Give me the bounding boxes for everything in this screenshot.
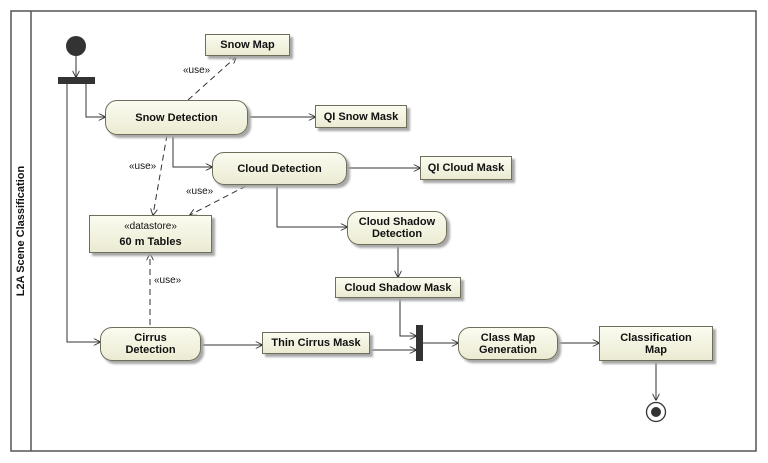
snow-detection-label: Snow Detection xyxy=(135,111,218,124)
snow-detection-action: Snow Detection xyxy=(105,100,248,135)
edge-cloud-shadow xyxy=(276,185,347,227)
swimlane-title: L2A Scene Classification xyxy=(15,165,28,297)
dep-cloud-tables xyxy=(190,185,247,215)
use-label-snow-map: «use» xyxy=(183,65,211,76)
snow-map-label: Snow Map xyxy=(220,39,275,51)
fork-bar xyxy=(58,77,95,84)
class-map-generation-label: Class Map Generation xyxy=(478,331,538,356)
swimlane-title-box: L2A Scene Classification xyxy=(12,12,30,450)
thin-cirrus-mask-label: Thin Cirrus Mask xyxy=(271,337,361,349)
classification-map-label: Classification Map xyxy=(620,331,692,356)
cirrus-detection-label: Cirrus Detection xyxy=(125,332,176,356)
use-label-cirrus-tables: «use» xyxy=(154,275,182,286)
use-label-cloud-tables: «use» xyxy=(186,186,214,197)
qi-snow-mask-object: QI Snow Mask xyxy=(315,105,407,128)
cloud-shadow-detection-action: Cloud Shadow Detection xyxy=(347,211,447,245)
datastore-name: 60 m Tables xyxy=(119,235,182,248)
datastore-stereotype: «datastore» xyxy=(124,220,177,232)
use-label-snow-tables: «use» xyxy=(129,161,157,172)
dep-snow-tables xyxy=(153,134,168,215)
cloud-detection-label: Cloud Detection xyxy=(237,162,322,175)
cirrus-detection-action: Cirrus Detection xyxy=(100,327,201,361)
cloud-detection-action: Cloud Detection xyxy=(212,152,347,185)
swimlane-frame xyxy=(10,10,757,452)
edge-snow-cloud xyxy=(172,135,212,167)
final-node-dot xyxy=(651,407,661,417)
join-bar xyxy=(416,325,423,361)
qi-snow-mask-label: QI Snow Mask xyxy=(323,110,399,123)
qi-cloud-mask-object: QI Cloud Mask xyxy=(420,156,512,180)
cloud-shadow-mask-label: Cloud Shadow Mask xyxy=(344,281,452,294)
snow-map-object: Snow Map xyxy=(205,34,290,56)
initial-node xyxy=(66,36,86,56)
edge-fork-snow xyxy=(85,84,105,117)
edge-fork-cirrus xyxy=(66,84,100,342)
datastore-60m-tables: «datastore» 60 m Tables xyxy=(89,215,212,253)
class-map-generation-action: Class Map Generation xyxy=(458,327,558,360)
dep-snow-snowmap xyxy=(187,57,236,101)
cloud-shadow-mask-object: Cloud Shadow Mask xyxy=(335,277,461,298)
qi-cloud-mask-label: QI Cloud Mask xyxy=(427,162,505,174)
thin-cirrus-mask-object: Thin Cirrus Mask xyxy=(262,332,370,354)
cloud-shadow-detection-label: Cloud Shadow Detection xyxy=(358,216,436,240)
classification-map-object: Classification Map xyxy=(599,326,713,361)
edge-shadowmask-join xyxy=(399,298,416,336)
